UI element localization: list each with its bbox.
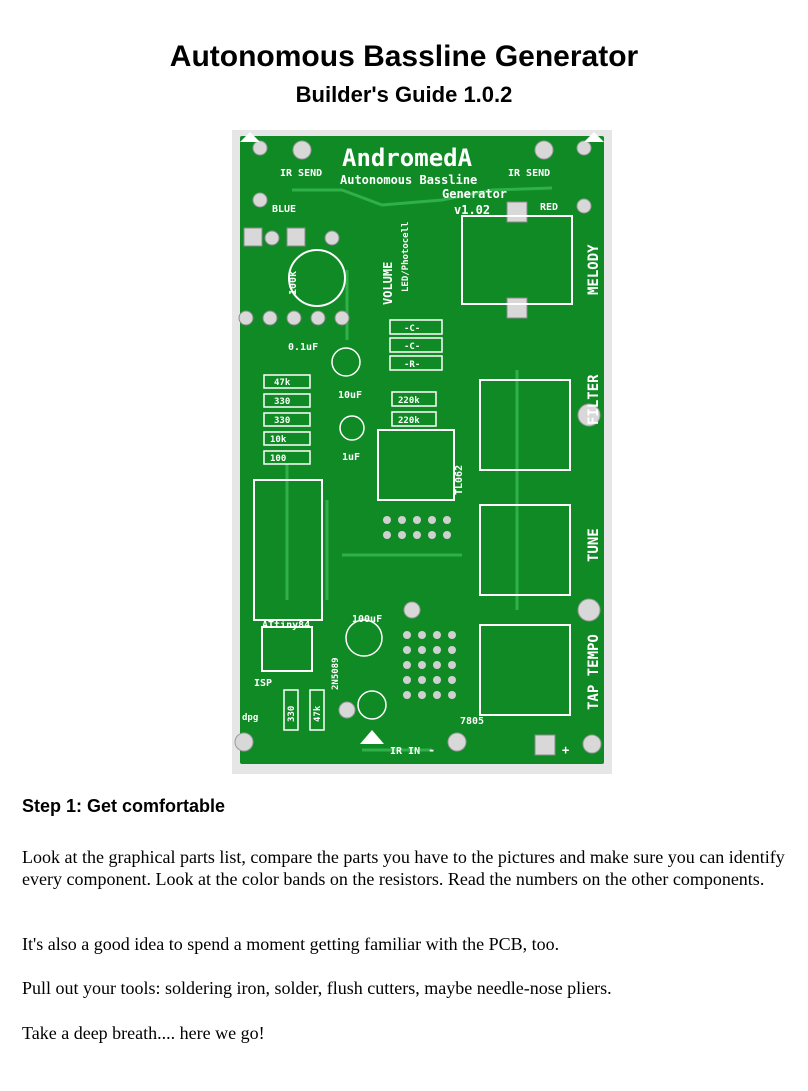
step1-paragraph-1: Look at the graphical parts list, compar…	[22, 847, 785, 889]
pcb-cap-01uf: 0.1uF	[288, 342, 318, 353]
pcb-isp: ISP	[254, 678, 272, 689]
pcb-volume: VOLUME	[381, 262, 395, 305]
step1-heading: Step 1: Get comfortable	[22, 796, 226, 816]
pcb-brand: AndromedA	[342, 144, 473, 172]
pcb-r-47k-bottom: 47k	[313, 705, 323, 722]
pcb-r-100: 100	[270, 454, 286, 464]
pcb-tune: TUNE	[586, 528, 602, 562]
pcb-minus: -	[428, 743, 435, 757]
pcb-plus: +	[562, 743, 569, 757]
pcb-cap-1uf: 1uF	[342, 452, 360, 463]
document-title: Autonomous Bassline Generator	[169, 40, 639, 73]
pcb-r-47k: 47k	[274, 378, 291, 388]
pcb-ir-send-right: IR SEND	[508, 168, 550, 179]
pcb-melody: MELODY	[586, 244, 602, 295]
pcb-pot-100k: 100k	[288, 271, 299, 295]
pcb-r-330-a: 330	[274, 397, 290, 407]
pcb-cap-10uf: 10uF	[338, 390, 362, 401]
step1-paragraph-4: Take a deep breath.... here we go!	[22, 1023, 265, 1043]
step1-paragraph-2: It's also a good idea to spend a moment …	[22, 934, 560, 954]
pcb-c1: -C-	[404, 324, 420, 334]
pcb-filter: FILTER	[586, 374, 602, 425]
pcb-red: RED	[540, 202, 558, 213]
pcb-product-line1: Autonomous Bassline	[340, 173, 477, 187]
pcb-led-photocell: LED/Photocell	[401, 222, 411, 292]
pcb-r-220k-b: 220k	[398, 416, 420, 426]
pcb-r-220k-a: 220k	[398, 396, 420, 406]
pcb-r-10k: 10k	[270, 435, 287, 445]
pcb-regulator: 7805	[460, 716, 484, 727]
pcb-c2: -C-	[404, 342, 420, 352]
pcb-photo: AndromedA Autonomous Bassline Generator …	[232, 130, 612, 774]
pcb-dpg: dpg	[242, 713, 258, 723]
pcb-transistor: 2N5089	[331, 657, 341, 690]
step1-paragraph-3: Pull out your tools: soldering iron, sol…	[22, 978, 612, 998]
pcb-mcu: ATtiny84	[262, 619, 310, 631]
pcb-product-line2: Generator	[442, 187, 507, 201]
pcb-version: v1.02	[454, 203, 490, 217]
pcb-ir-send-left: IR SEND	[280, 168, 322, 179]
document-subtitle: Builder's Guide 1.0.2	[295, 82, 513, 107]
pcb-blue: BLUE	[272, 204, 296, 215]
pcb-r-330-bottom: 330	[287, 706, 297, 722]
pcb-tap-tempo: TAP TEMPO	[586, 634, 602, 710]
pcb-opamp: TL062	[454, 465, 465, 495]
pcb-r1: -R-	[404, 360, 420, 370]
pcb-r-330-b: 330	[274, 416, 290, 426]
pcb-ir-in: IR IN	[390, 746, 420, 757]
pcb-cap-100uf: 100uF	[352, 614, 382, 625]
